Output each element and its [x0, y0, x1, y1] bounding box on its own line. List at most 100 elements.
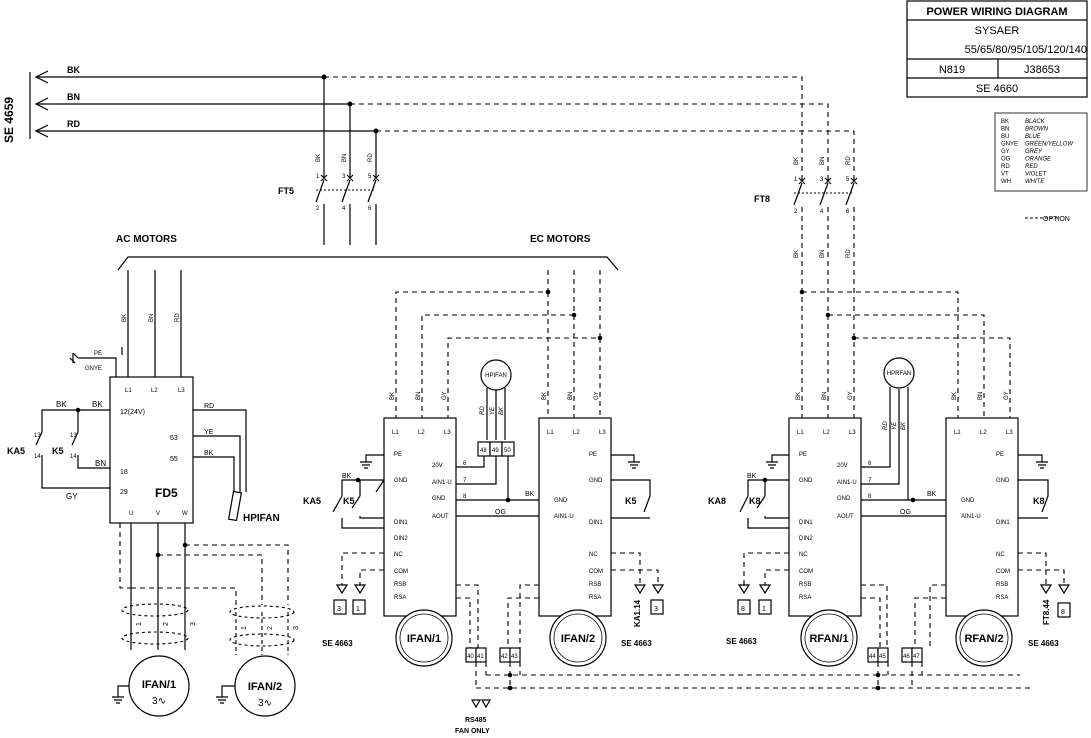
- rs485-terminal-label: 42: [501, 654, 508, 660]
- legend-name: ORANGE: [1025, 157, 1052, 163]
- title-block-product: SYSAER: [975, 25, 1020, 37]
- ec-hprfan: HPRFAN: [887, 371, 911, 377]
- svg-text:2: 2: [316, 206, 320, 212]
- ec-ft844: FT8.44: [1042, 599, 1051, 625]
- svg-text:BK: BK: [794, 250, 800, 258]
- drive-phase-label: L1: [797, 430, 804, 436]
- legend-name: VIOLET: [1025, 172, 1048, 178]
- fd5-bk2: BK: [92, 400, 103, 409]
- svg-text:BN: BN: [820, 157, 826, 165]
- drive-phase-label: L1: [954, 430, 961, 436]
- svg-text:BK: BK: [499, 406, 505, 415]
- relay-3a: 3: [337, 606, 341, 613]
- drive-terminal-label: AOUT: [432, 514, 449, 520]
- drive-phase-label: L3: [599, 430, 606, 436]
- ac-motors-label: AC MOTORS: [116, 234, 177, 245]
- fd5-w: W: [182, 511, 188, 517]
- fd5-t55: 55: [170, 456, 178, 463]
- svg-text:6: 6: [868, 461, 872, 467]
- legend-code: WH: [1001, 179, 1011, 185]
- supply-ref: SE 4659: [2, 97, 16, 143]
- legend-name: RED: [1025, 164, 1038, 170]
- ac-motor-2-name: IFAN/2: [248, 681, 282, 693]
- title-block: POWER WIRING DIAGRAM SYSAER 55/65/80/95/…: [906, 0, 1088, 98]
- svg-text:5: 5: [368, 174, 372, 180]
- title-block-code2: J38653: [1024, 64, 1060, 76]
- drive-terminal-label: GND: [996, 478, 1010, 484]
- fd5-l2: L2: [151, 388, 158, 394]
- svg-text:3: 3: [342, 174, 346, 180]
- ec-se4663-2: SE 4663: [621, 639, 652, 648]
- svg-text:6: 6: [463, 461, 467, 467]
- ec-wire-label: GY: [442, 391, 448, 400]
- fd5-ka5: KA5: [7, 446, 25, 456]
- drive-terminal-label: GND: [837, 496, 851, 502]
- drive-terminal-label: RSB: [996, 582, 1008, 588]
- legend-name: BLUE: [1025, 134, 1042, 140]
- drive-terminal-label: COM: [996, 569, 1010, 575]
- fd5-u: U: [129, 511, 133, 517]
- fd5-t29: 29: [120, 489, 128, 496]
- ec-og-1: OG: [495, 509, 506, 516]
- svg-text:3: 3: [820, 177, 824, 183]
- rs485-terminal-label: 43: [511, 654, 518, 660]
- ec-ka8: KA8: [708, 496, 726, 506]
- svg-text:BK: BK: [122, 314, 128, 322]
- drive-terminal-label: PE: [589, 452, 597, 458]
- drive-phase-label: L2: [573, 430, 580, 436]
- svg-text:3: 3: [190, 622, 197, 626]
- ec-rfan1-name: RFAN/1: [809, 633, 848, 645]
- ac-motor-2-phase: 3∿: [258, 698, 272, 709]
- drive-terminal-label: AIN1-U: [554, 514, 574, 520]
- legend-name: BLACK: [1025, 119, 1046, 125]
- drive-terminal-label: 20V: [837, 463, 848, 469]
- drive-terminal-label: DIN2: [799, 536, 813, 542]
- legend-code: BN: [1001, 127, 1009, 133]
- svg-text:5: 5: [846, 177, 850, 183]
- ec-ka114: KA1.14: [633, 599, 642, 627]
- svg-text:YE: YE: [892, 421, 898, 430]
- drive-terminal-label: DIN1: [394, 520, 408, 526]
- ac-motor-wiring: 1 2 3 1 2 3 IFAN/1 3∿ IFAN/2 3∿: [112, 523, 300, 717]
- svg-text:BK: BK: [927, 491, 937, 498]
- drive-terminal-label: AIN1-U: [961, 514, 981, 520]
- drive-terminal-label: RSA: [394, 595, 406, 601]
- rs485-terminal-label: 46: [903, 654, 910, 660]
- svg-text:3: 3: [293, 626, 300, 630]
- fd5-pe: PE: [94, 351, 102, 357]
- drive-terminal-label: PE: [996, 452, 1004, 458]
- ac-motor-1-phase: 3∿: [152, 696, 166, 707]
- drive-terminal-label: GND: [799, 478, 813, 484]
- svg-text:RD: RD: [846, 249, 852, 258]
- title-block-sheet: SE 4660: [976, 83, 1018, 95]
- drive-terminal-label: NC: [394, 552, 403, 558]
- legend-code: GNYE: [1001, 142, 1018, 148]
- svg-text:2: 2: [163, 622, 170, 626]
- svg-text:BN: BN: [342, 154, 348, 162]
- drive-terminal-label: RSB: [394, 582, 406, 588]
- fd5-v: V: [156, 511, 160, 517]
- ec-og-2: OG: [900, 509, 911, 516]
- rs485-terminal-label: 40: [467, 654, 474, 660]
- ac-motor-1-name: IFAN/1: [142, 679, 176, 691]
- fan-only-label: FAN ONLY: [455, 728, 490, 735]
- ec-wire-label: GY: [1004, 391, 1010, 400]
- ec-wire-label: BN: [978, 392, 984, 400]
- relay-3b: 3: [654, 606, 658, 613]
- ft5-label: FT5: [278, 186, 294, 196]
- ec-se4663-3: SE 4663: [726, 637, 757, 646]
- drive-terminal-label: NC: [589, 552, 598, 558]
- ec-hpifan: HPIFAN: [485, 373, 507, 379]
- relay-8b: 8: [1061, 609, 1065, 616]
- fd5-t12: 12(24V): [120, 409, 145, 416]
- rs485-terminal-label: 45: [879, 654, 886, 660]
- drive-terminal-label: RSA: [799, 595, 811, 601]
- drive-terminal-label: NC: [996, 552, 1005, 558]
- legend-code: RD: [1001, 164, 1010, 170]
- drive-phase-label: L1: [392, 430, 399, 436]
- drive-terminal-label: NC: [799, 552, 808, 558]
- svg-text:BK: BK: [901, 421, 907, 430]
